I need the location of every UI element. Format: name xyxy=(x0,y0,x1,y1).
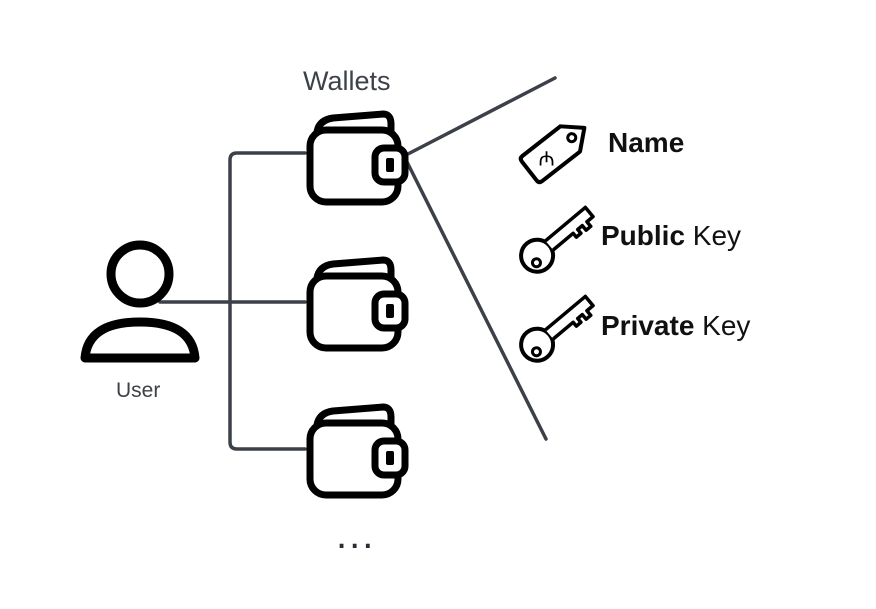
wallet-icon xyxy=(310,260,405,348)
tag-currency-symbol: ₼ xyxy=(538,146,554,170)
callout-line-bottom xyxy=(404,158,548,441)
wallet-detail-callout xyxy=(404,76,557,441)
property-private-key: Private Key xyxy=(601,310,750,342)
tag-icon: ₼ xyxy=(518,124,587,185)
property-public-rest: Key xyxy=(685,220,742,251)
property-private-rest: Key xyxy=(694,310,751,341)
public-key-icon xyxy=(512,197,602,281)
callout-line-top xyxy=(404,76,557,157)
property-private-bold: Private xyxy=(601,310,695,341)
user-icon xyxy=(80,240,200,363)
property-public-key: Public Key xyxy=(601,220,741,252)
wallet-icon xyxy=(310,114,405,202)
more-wallets-ellipsis: ... xyxy=(336,513,376,557)
property-name: Name xyxy=(608,127,684,159)
private-key-icon xyxy=(512,286,602,370)
user-to-wallet-connectors xyxy=(158,151,307,451)
wallet-icon xyxy=(310,407,405,495)
connector-vertical xyxy=(228,151,307,451)
property-name-bold: Name xyxy=(608,127,685,158)
user-label: User xyxy=(116,379,161,402)
property-public-bold: Public xyxy=(601,220,686,251)
wallets-title: Wallets xyxy=(303,66,391,96)
